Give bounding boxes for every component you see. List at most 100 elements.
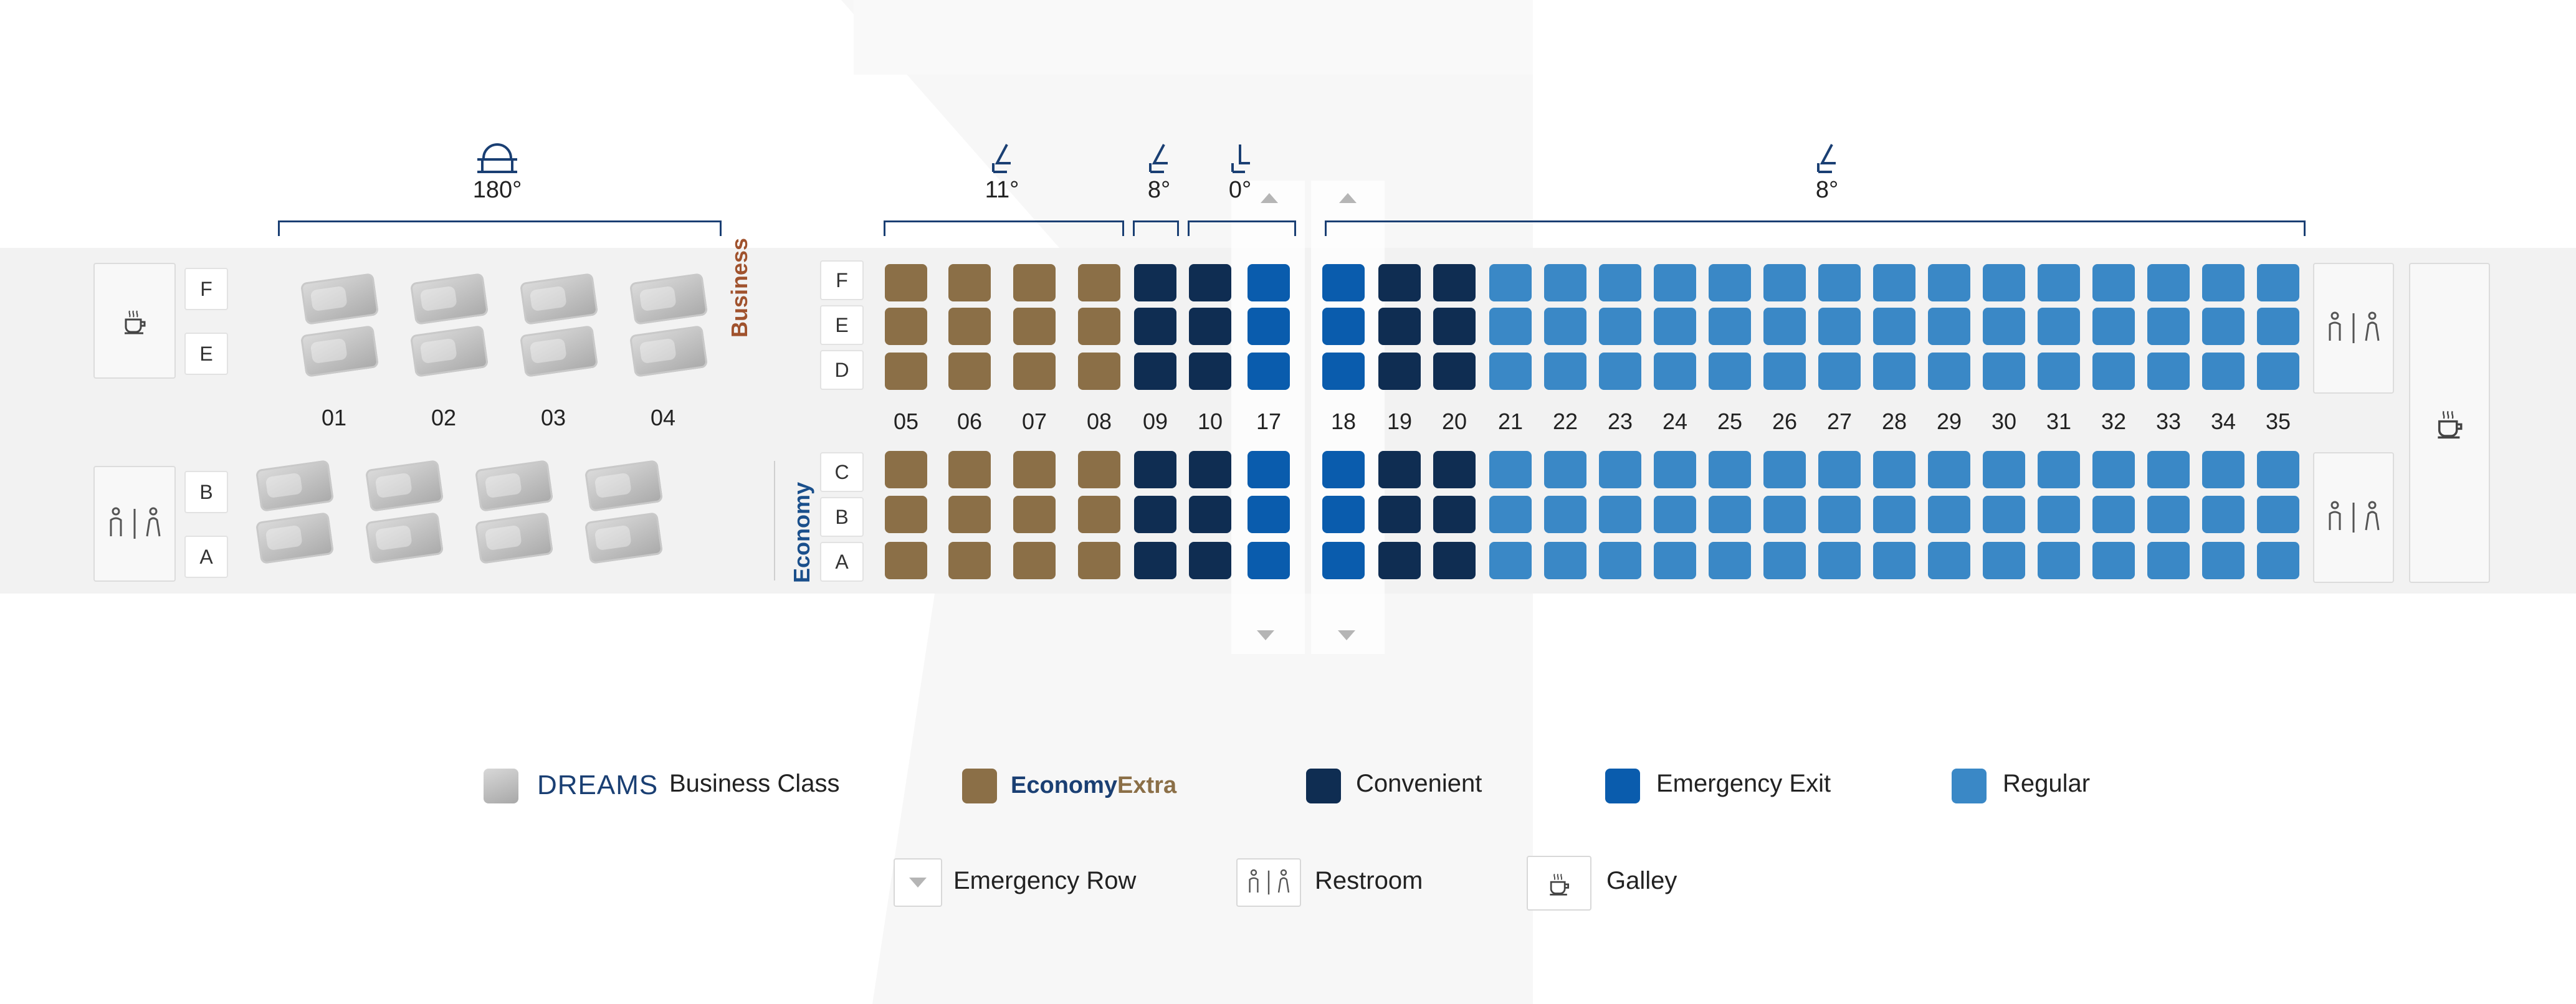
seat-regular[interactable] <box>1489 451 1532 488</box>
seat-regular[interactable] <box>2147 308 2190 345</box>
seat-regular[interactable] <box>1709 451 1751 488</box>
seat-convenient[interactable] <box>1433 353 1476 390</box>
seat-economy-extra[interactable] <box>948 308 991 345</box>
seat-regular[interactable] <box>1599 308 1641 345</box>
seat-regular[interactable] <box>1544 353 1586 390</box>
seat-emergency-exit[interactable] <box>1322 451 1365 488</box>
seat-regular[interactable] <box>1709 353 1751 390</box>
seat-economy-extra[interactable] <box>1078 264 1120 301</box>
seat-regular[interactable] <box>2202 542 2244 579</box>
seat-regular[interactable] <box>1489 542 1532 579</box>
seat-regular[interactable] <box>1709 542 1751 579</box>
seat-regular[interactable] <box>2202 353 2244 390</box>
seat-economy-extra[interactable] <box>948 451 991 488</box>
seat-emergency-exit[interactable] <box>1322 264 1365 301</box>
seat-regular[interactable] <box>2257 542 2299 579</box>
seat-regular[interactable] <box>2147 496 2190 533</box>
seat-economy-extra[interactable] <box>885 496 927 533</box>
seat-regular[interactable] <box>1983 353 2025 390</box>
seat-regular[interactable] <box>1709 496 1751 533</box>
seat-economy-extra[interactable] <box>1078 451 1120 488</box>
seat-regular[interactable] <box>2257 308 2299 345</box>
seat-economy-extra[interactable] <box>948 353 991 390</box>
seat-regular[interactable] <box>1873 451 1915 488</box>
seat-regular[interactable] <box>1654 496 1696 533</box>
seat-convenient[interactable] <box>1433 542 1476 579</box>
seat-convenient[interactable] <box>1378 451 1421 488</box>
seat-regular[interactable] <box>1928 542 1970 579</box>
seat-convenient[interactable] <box>1134 542 1176 579</box>
seat-economy-extra[interactable] <box>1078 308 1120 345</box>
seat-regular[interactable] <box>1873 353 1915 390</box>
seat-convenient[interactable] <box>1189 542 1231 579</box>
seat-regular[interactable] <box>1599 353 1641 390</box>
seat-convenient[interactable] <box>1189 451 1231 488</box>
seat-regular[interactable] <box>1709 308 1751 345</box>
seat-regular[interactable] <box>1873 496 1915 533</box>
seat-regular[interactable] <box>2202 451 2244 488</box>
seat-convenient[interactable] <box>1378 264 1421 301</box>
seat-emergency-exit[interactable] <box>1322 353 1365 390</box>
seat-regular[interactable] <box>2257 496 2299 533</box>
seat-emergency-exit[interactable] <box>1247 451 1290 488</box>
seat-economy-extra[interactable] <box>1013 496 1056 533</box>
seat-convenient[interactable] <box>1134 353 1176 390</box>
seat-regular[interactable] <box>1818 353 1861 390</box>
seat-emergency-exit[interactable] <box>1247 264 1290 301</box>
seat-economy-extra[interactable] <box>885 264 927 301</box>
seat-regular[interactable] <box>1763 353 1806 390</box>
seat-convenient[interactable] <box>1433 264 1476 301</box>
seat-regular[interactable] <box>2202 308 2244 345</box>
seat-economy-extra[interactable] <box>1013 308 1056 345</box>
seat-regular[interactable] <box>2257 353 2299 390</box>
seat-regular[interactable] <box>1763 264 1806 301</box>
seat-regular[interactable] <box>2202 496 2244 533</box>
seat-regular[interactable] <box>2038 264 2080 301</box>
seat-regular[interactable] <box>1873 542 1915 579</box>
seat-emergency-exit[interactable] <box>1247 308 1290 345</box>
seat-convenient[interactable] <box>1134 264 1176 301</box>
seat-regular[interactable] <box>1983 542 2025 579</box>
seat-regular[interactable] <box>2147 542 2190 579</box>
seat-regular[interactable] <box>1763 451 1806 488</box>
seat-regular[interactable] <box>1654 542 1696 579</box>
seat-convenient[interactable] <box>1378 542 1421 579</box>
seat-regular[interactable] <box>1818 308 1861 345</box>
seat-emergency-exit[interactable] <box>1247 496 1290 533</box>
seat-regular[interactable] <box>2038 542 2080 579</box>
seat-regular[interactable] <box>1599 496 1641 533</box>
seat-emergency-exit[interactable] <box>1247 542 1290 579</box>
seat-regular[interactable] <box>2038 451 2080 488</box>
seat-regular[interactable] <box>1489 496 1532 533</box>
seat-economy-extra[interactable] <box>885 451 927 488</box>
seat-convenient[interactable] <box>1433 451 1476 488</box>
seat-regular[interactable] <box>1544 496 1586 533</box>
seat-regular[interactable] <box>1709 264 1751 301</box>
seat-regular[interactable] <box>1544 451 1586 488</box>
seat-convenient[interactable] <box>1134 451 1176 488</box>
seat-regular[interactable] <box>1763 308 1806 345</box>
seat-regular[interactable] <box>2038 353 2080 390</box>
seat-economy-extra[interactable] <box>1013 264 1056 301</box>
seat-regular[interactable] <box>1544 308 1586 345</box>
seat-regular[interactable] <box>1928 451 1970 488</box>
seat-regular[interactable] <box>1489 308 1532 345</box>
seat-economy-extra[interactable] <box>948 496 991 533</box>
seat-regular[interactable] <box>1818 264 1861 301</box>
seat-emergency-exit[interactable] <box>1247 353 1290 390</box>
seat-regular[interactable] <box>1654 264 1696 301</box>
seat-regular[interactable] <box>2147 353 2190 390</box>
seat-economy-extra[interactable] <box>1013 542 1056 579</box>
seat-convenient[interactable] <box>1134 308 1176 345</box>
seat-convenient[interactable] <box>1433 308 1476 345</box>
seat-economy-extra[interactable] <box>1078 353 1120 390</box>
seat-regular[interactable] <box>2147 264 2190 301</box>
seat-convenient[interactable] <box>1433 496 1476 533</box>
seat-convenient[interactable] <box>1378 353 1421 390</box>
seat-regular[interactable] <box>1928 496 1970 533</box>
seat-economy-extra[interactable] <box>1078 496 1120 533</box>
seat-regular[interactable] <box>1544 542 1586 579</box>
seat-convenient[interactable] <box>1189 308 1231 345</box>
seat-regular[interactable] <box>2092 308 2135 345</box>
seat-regular[interactable] <box>1928 264 1970 301</box>
